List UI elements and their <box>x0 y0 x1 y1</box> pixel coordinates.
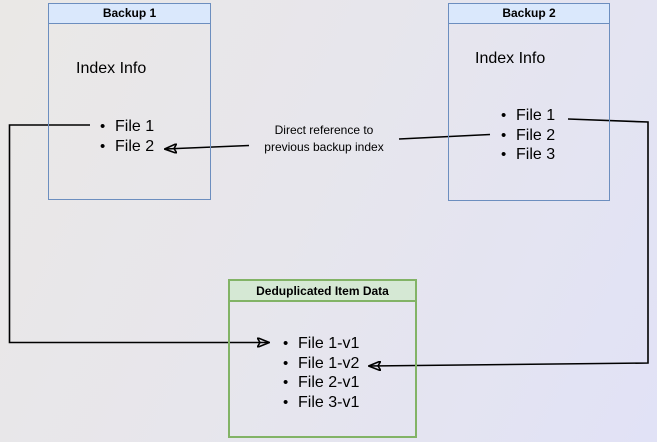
backup2-header: Backup 2 <box>449 4 609 24</box>
list-item: File 3-v1 <box>283 393 359 413</box>
backup1-file-list: File 1 File 2 <box>100 117 154 157</box>
annotation-line-1: Direct reference to <box>274 123 374 137</box>
backup1-header: Backup 1 <box>49 4 210 24</box>
list-item: File 1 <box>501 106 555 126</box>
backup2-subtitle: Index Info <box>475 50 546 67</box>
list-item: File 3 <box>501 145 555 165</box>
list-item: File 2-v1 <box>283 373 359 393</box>
list-item: File 1-v2 <box>283 354 359 374</box>
backup1-subtitle: Index Info <box>76 60 147 77</box>
annotation-line-2: previous backup index <box>264 140 384 154</box>
dedup-header: Deduplicated Item Data <box>230 281 415 302</box>
dedup-node[interactable]: Deduplicated Item Data File 1-v1 File 1-… <box>228 279 417 438</box>
list-item: File 2 <box>501 126 555 146</box>
backup2-node[interactable]: Backup 2 Index Info File 1 File 2 File 3 <box>448 3 610 201</box>
backup1-title: Backup 1 <box>102 6 157 20</box>
backup2-title: Backup 2 <box>502 6 556 20</box>
list-item: File 2 <box>100 137 154 157</box>
dedup-title: Deduplicated Item Data <box>256 284 389 298</box>
backup2-file-list: File 1 File 2 File 3 <box>501 106 555 165</box>
edge-annotation-label: Direct reference to previous backup inde… <box>243 122 405 156</box>
list-item: File 1 <box>100 117 154 137</box>
dedup-item-list: File 1-v1 File 1-v2 File 2-v1 File 3-v1 <box>283 334 359 413</box>
backup1-node[interactable]: Backup 1 Index Info File 1 File 2 <box>48 3 211 200</box>
list-item: File 1-v1 <box>283 334 359 354</box>
